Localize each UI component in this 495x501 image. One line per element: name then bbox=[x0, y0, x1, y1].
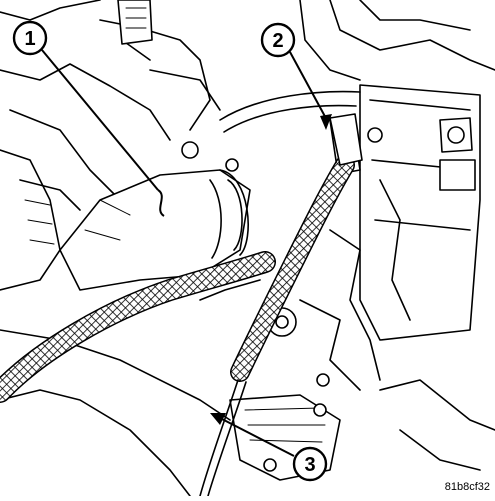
wire-harness bbox=[0, 113, 363, 497]
callout-3-arrowhead bbox=[210, 413, 226, 425]
callout-1-label: 1 bbox=[24, 28, 35, 50]
figure-code: 81b8cf32 bbox=[445, 481, 490, 493]
column-tube bbox=[59, 141, 251, 291]
callout-1: 1 bbox=[12, 20, 165, 217]
callout-3-circle bbox=[292, 446, 328, 482]
callout-2-arrowhead bbox=[320, 114, 332, 130]
callout-1-circle bbox=[12, 20, 48, 56]
callout-3: 3 bbox=[210, 413, 328, 482]
callout-2-circle bbox=[260, 22, 296, 58]
right-bracket bbox=[219, 0, 495, 471]
callout-3-label: 3 bbox=[304, 454, 315, 476]
upper-frame bbox=[0, 0, 221, 291]
callout-2-label: 2 bbox=[272, 30, 283, 52]
callout-2: 2 bbox=[260, 22, 332, 130]
